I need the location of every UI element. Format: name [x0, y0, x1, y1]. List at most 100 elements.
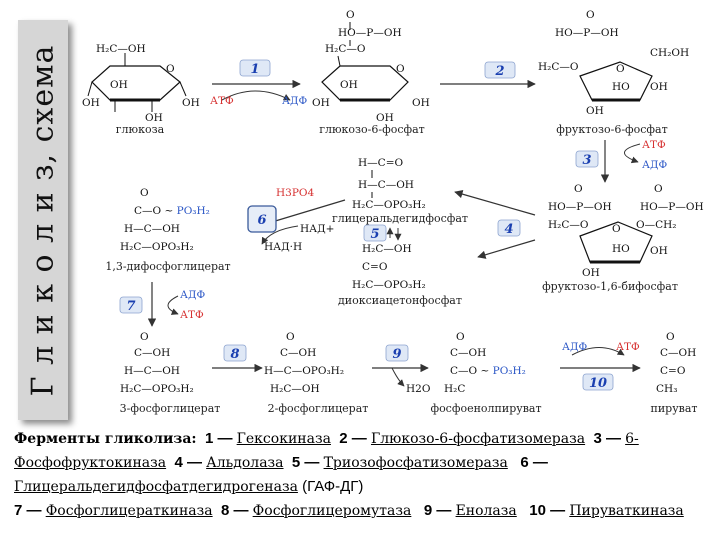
gap-label: глицеральдегидфосфат — [332, 212, 468, 225]
glucose-structure: H₂C—OH O OH OH OH OH — [82, 43, 200, 124]
svg-text:O: O — [166, 63, 175, 75]
enzyme-link-pyruvate-kinase[interactable]: Пируваткиназа — [569, 503, 684, 519]
svg-text:O: O — [654, 183, 663, 195]
svg-text:O: O — [396, 63, 405, 75]
enzyme-link-phosphofructokinase[interactable]: 6-Фосфофруктокиназа — [14, 431, 639, 471]
step-1: 1 АТФ АДФ — [210, 59, 307, 107]
svg-text:C—OH: C—OH — [660, 347, 696, 359]
enzyme-link-phosphoglycerate-kinase[interactable]: Фосфоглицераткиназа — [45, 503, 213, 519]
pg2-structure: O C—OH H—C—OPO₃H₂ H₂C—OH — [264, 331, 344, 395]
glucose-6-phosphate-structure: O HO—P—OH H₂C—O O OH OH OH OH — [312, 9, 430, 124]
svg-text:OH: OH — [340, 79, 358, 91]
enzyme-link-triosephosphate-isomerase[interactable]: Триозофосфатизомераза — [323, 455, 508, 471]
svg-text:H—C—OH: H—C—OH — [124, 223, 180, 235]
svg-text:H₂C: H₂C — [444, 383, 465, 395]
svg-text:OH: OH — [312, 97, 330, 109]
pyruvate-label: пируват — [650, 402, 697, 415]
svg-text:АДФ: АДФ — [642, 159, 667, 171]
svg-text:C—O ~ PO₃H₂: C—O ~ PO₃H₂ — [134, 205, 210, 217]
legend-num-4: 4 — — [174, 454, 202, 471]
svg-text:CH₃: CH₃ — [656, 383, 677, 395]
legend-num-3: 3 — — [593, 430, 621, 447]
svg-text:НАД+: НАД+ — [300, 223, 334, 235]
adp-label: АДФ — [282, 95, 307, 107]
legend-title: Ферменты гликолиза: — [14, 431, 197, 447]
svg-text:OH: OH — [582, 267, 600, 279]
svg-text:АТФ: АТФ — [642, 139, 666, 151]
svg-text:АТФ: АТФ — [616, 341, 640, 353]
svg-text:5: 5 — [370, 227, 379, 242]
gapdh-abbreviation: (ГАФ-ДГ) — [302, 478, 364, 495]
svg-text:H₂C—OPO₃H₂: H₂C—OPO₃H₂ — [120, 383, 194, 395]
step-9: 9 H2O — [372, 344, 431, 395]
svg-text:H—C—OPO₃H₂: H—C—OPO₃H₂ — [264, 365, 344, 377]
svg-text:C—O ~ PO₃H₂: C—O ~ PO₃H₂ — [450, 365, 526, 377]
svg-text:9: 9 — [392, 347, 401, 362]
fructose-6-phosphate-label: фруктозо-6-фосфат — [556, 123, 667, 136]
step-5: 5 — [363, 224, 402, 242]
svg-text:OH: OH — [586, 105, 604, 117]
svg-text:OH: OH — [650, 245, 668, 257]
svg-text:1: 1 — [250, 62, 259, 77]
step-6: H3PO4 НАД+ НАД·Н 6 — [247, 187, 346, 253]
bpg13-structure: O C—O ~ PO₃H₂ H—C—OH H₂C—OPO₃H₂ — [120, 187, 210, 253]
enzyme-link-g6p-isomerase[interactable]: Глюкозо-6-фосфатизомераза — [370, 431, 586, 447]
svg-text:OH: OH — [182, 97, 200, 109]
bpg13-label: 1,3-дифосфоглицерат — [105, 260, 230, 273]
pyruvate-structure: O C—OH C=O CH₃ — [656, 331, 696, 395]
svg-text:H₂C—O: H₂C—O — [538, 61, 579, 73]
svg-text:HO—P—OH: HO—P—OH — [640, 201, 704, 213]
svg-text:4: 4 — [504, 222, 513, 237]
svg-text:АДФ: АДФ — [562, 341, 587, 353]
pep-structure: O C—OH C—O ~ PO₃H₂ H₂C — [444, 331, 526, 395]
svg-text:H₂C—OPO₃H₂: H₂C—OPO₃H₂ — [352, 279, 426, 291]
svg-text:H3PO4: H3PO4 — [276, 187, 315, 199]
svg-text:O: O — [286, 331, 295, 343]
svg-text:H₂C—O: H₂C—O — [548, 219, 589, 231]
pg3-label: 3-фосфоглицерат — [120, 402, 221, 415]
dhap-structure: H₂C—OH C=O H₂C—OPO₃H₂ — [352, 243, 426, 291]
svg-text:C=O: C=O — [660, 365, 686, 377]
pg2-label: 2-фосфоглицерат — [268, 402, 369, 415]
dhap-label: диоксиацетонфосфат — [338, 294, 462, 307]
atp-label: АТФ — [210, 95, 234, 107]
svg-text:АДФ: АДФ — [180, 289, 205, 301]
enzyme-link-phosphoglycerate-mutase[interactable]: Фосфоглицеромутаза — [252, 503, 412, 519]
svg-text:7: 7 — [126, 299, 135, 314]
step-10: АДФ АТФ 10 — [560, 341, 641, 391]
pg3-structure: O C—OH H—C—OH H₂C—OPO₃H₂ — [120, 331, 194, 395]
svg-text:OH: OH — [376, 112, 394, 124]
svg-text:OH: OH — [145, 112, 163, 124]
legend-num-2: 2 — — [339, 430, 367, 447]
legend-num-8: 8 — — [220, 502, 249, 519]
svg-text:O: O — [346, 9, 355, 21]
svg-text:H₂C—OPO₃H₂: H₂C—OPO₃H₂ — [352, 199, 426, 211]
svg-text:HO: HO — [612, 81, 630, 93]
svg-text:H₂C—O: H₂C—O — [325, 43, 366, 55]
svg-text:H₂C—OH: H₂C—OH — [96, 43, 146, 55]
enzyme-link-aldolase[interactable]: Альдолаза — [206, 455, 284, 471]
fructose-6-phosphate-structure: O HO—P—OH H₂C—O O CH₂OH OH HO OH — [538, 9, 689, 117]
svg-text:O: O — [612, 223, 621, 235]
legend-num-1: 1 — — [204, 430, 233, 447]
svg-text:O: O — [666, 331, 675, 343]
step-7: АДФ АТФ 7 — [119, 282, 205, 327]
svg-text:O: O — [574, 183, 583, 195]
svg-text:O—CH₂: O—CH₂ — [636, 219, 677, 231]
enzyme-link-enolase[interactable]: Енолаза — [455, 503, 517, 519]
svg-text:O: O — [586, 9, 595, 21]
svg-text:H—C=O: H—C=O — [358, 157, 403, 169]
fructose-1-6-bisphosphate-label: фруктозо-1,6-бифосфат — [542, 280, 678, 293]
enzyme-link-hexokinase[interactable]: Гексокиназа — [236, 431, 331, 447]
svg-text:C=O: C=O — [362, 261, 388, 273]
svg-text:O: O — [616, 63, 625, 75]
svg-text:OH: OH — [82, 97, 100, 109]
svg-text:HO—P—OH: HO—P—OH — [555, 27, 619, 39]
step-3: АТФ АДФ 3 — [575, 139, 667, 183]
svg-text:C—OH: C—OH — [450, 347, 486, 359]
enzyme-link-gapdh[interactable]: Глицеральдегидфосфатдегидрогеназа — [14, 479, 298, 495]
svg-text:OH: OH — [650, 81, 668, 93]
svg-text:H—C—OH: H—C—OH — [358, 179, 414, 191]
enzyme-legend: Ферменты гликолиза: 1 — Гексокиназа 2 — … — [14, 427, 714, 523]
legend-num-10: 10 — — [529, 502, 566, 519]
